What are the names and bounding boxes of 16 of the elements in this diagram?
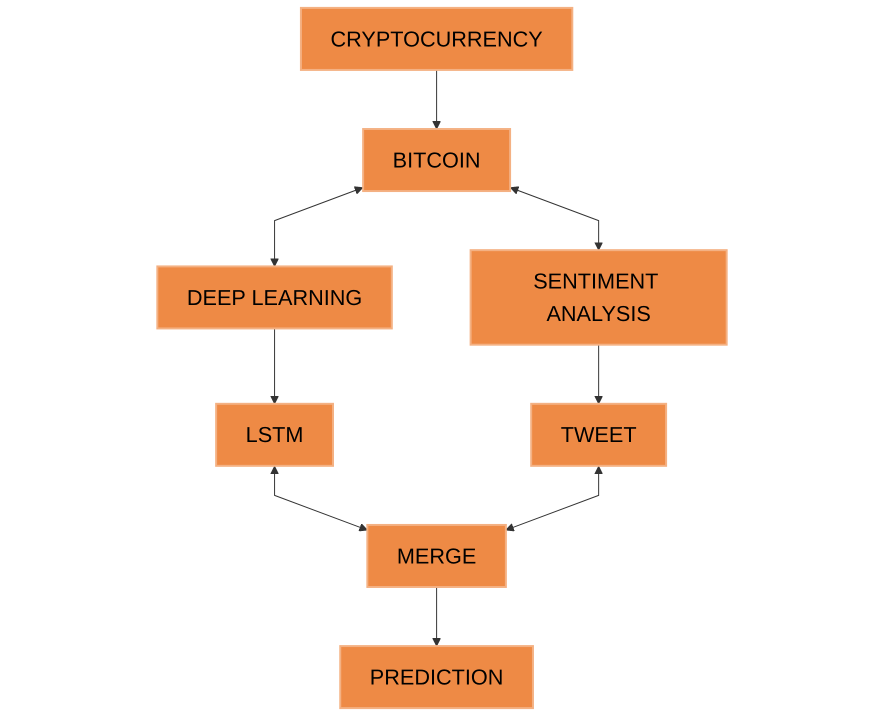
node-box: BITCOIN <box>362 128 512 192</box>
arrow <box>510 186 603 251</box>
arrow <box>432 69 441 130</box>
node-box: DEEP LEARNING <box>156 265 393 330</box>
arrow <box>270 466 368 532</box>
node-box: PREDICTION <box>339 645 534 710</box>
arrow <box>270 186 364 267</box>
node-box: TWEET <box>530 402 668 467</box>
node-box: LSTM <box>215 402 334 467</box>
node-box: CRYPTOCURRENCY <box>300 6 574 71</box>
node-box: MERGE <box>366 524 507 588</box>
node-box: SENTIMENT ANALYSIS <box>470 249 728 346</box>
arrow <box>594 344 603 404</box>
arrow <box>270 328 279 404</box>
arrow <box>506 466 603 532</box>
arrow <box>432 586 441 646</box>
